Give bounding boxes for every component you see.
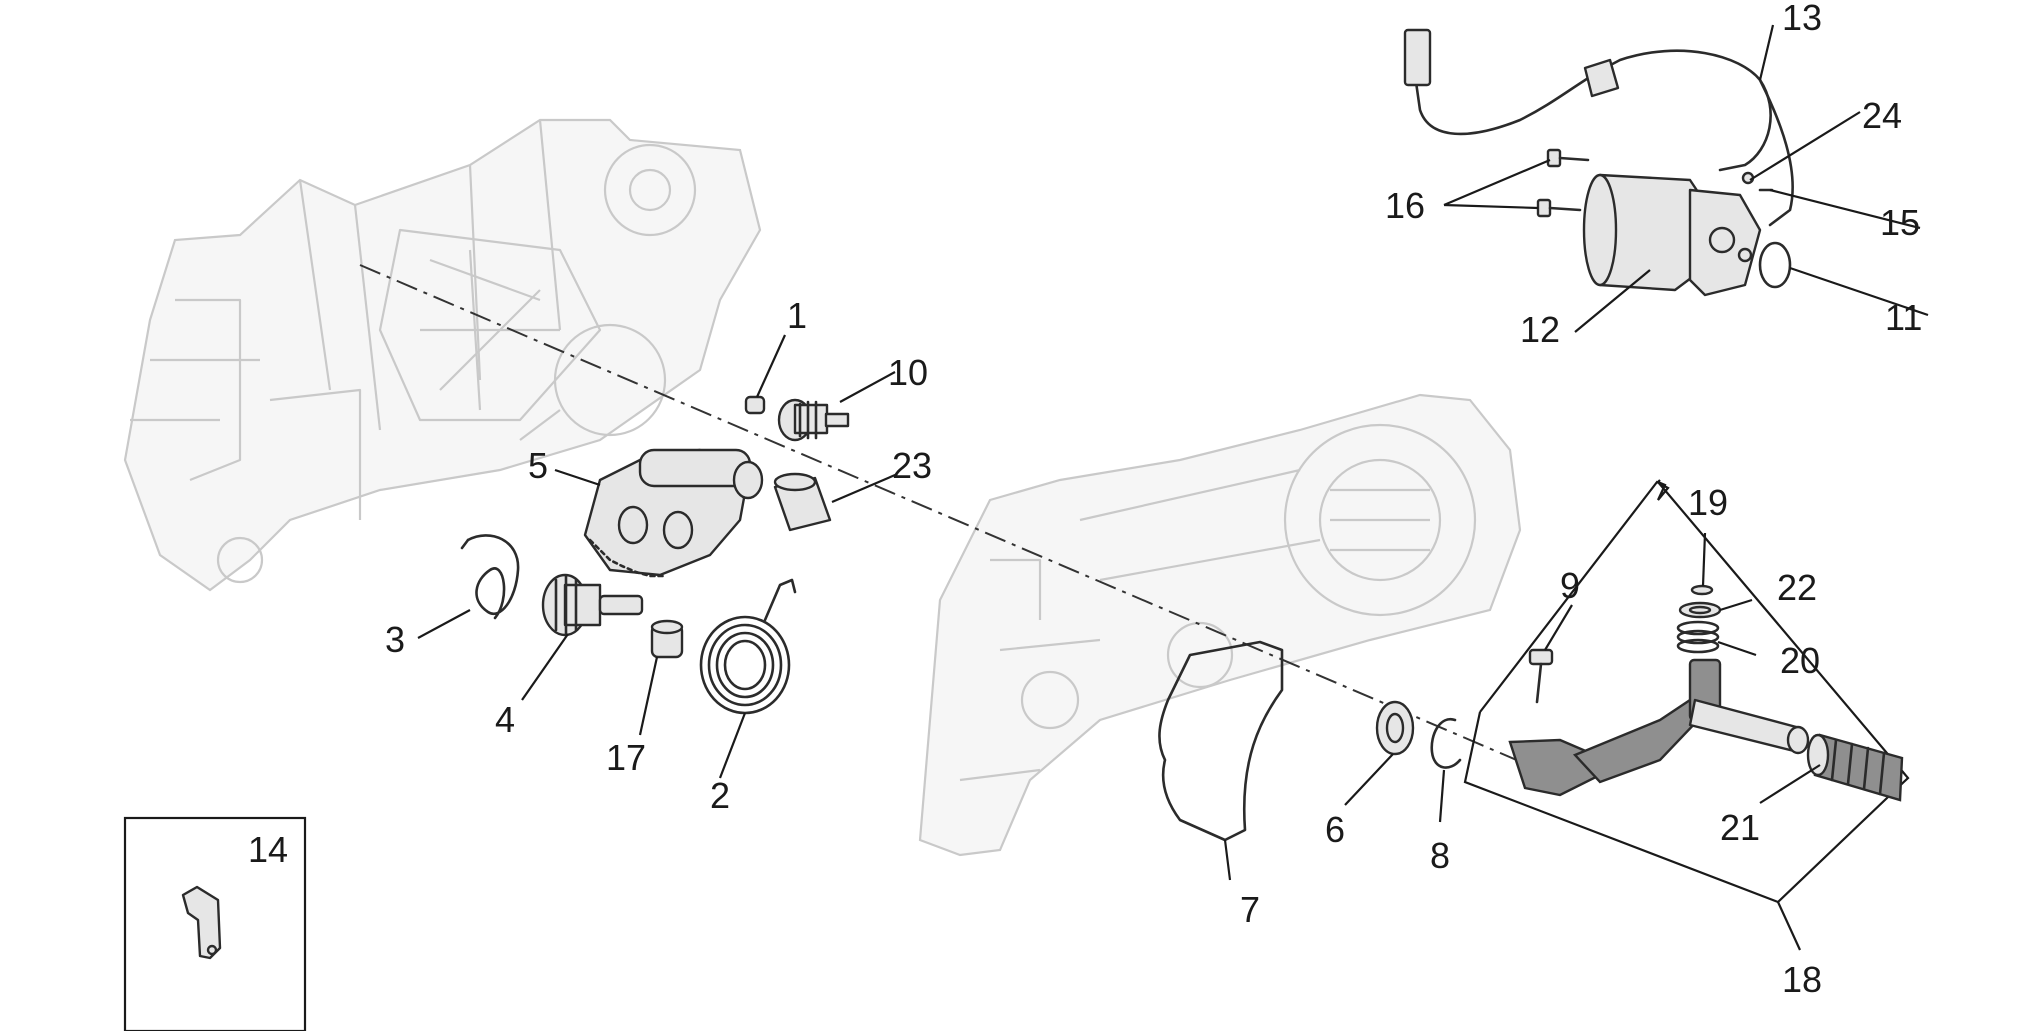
part-number-24: 24	[1862, 95, 1902, 136]
part-circlip	[1430, 717, 1462, 769]
part-return-spring	[699, 578, 797, 715]
transmission-cover-ghost	[918, 393, 1522, 857]
part-numbers: 1 2 3 4 5 6 7 8 9 10 11 12 13 14 15 16 1…	[248, 0, 1922, 1000]
part-washer	[1375, 700, 1415, 756]
part-sleeve-bushing	[773, 472, 832, 532]
part-coil-spring	[1676, 620, 1720, 654]
part-number-4: 4	[495, 699, 515, 740]
part-number-23: 23	[892, 445, 932, 486]
part-number-2: 2	[710, 775, 730, 816]
part-number-17: 17	[606, 737, 646, 778]
part-number-11: 11	[1885, 297, 1922, 338]
part-number-1: 1	[787, 295, 807, 336]
part-number-19: 19	[1688, 482, 1728, 523]
part-starter-bolts	[1536, 148, 1590, 218]
part-starter-bendix	[777, 398, 850, 442]
part-number-12: 12	[1520, 309, 1560, 350]
part-number-5: 5	[528, 445, 548, 486]
part-number-14: 14	[248, 829, 288, 870]
part-number-18: 18	[1782, 959, 1822, 1000]
part-cable-clip	[181, 885, 222, 960]
part-starter-motor	[1582, 173, 1762, 297]
part-number-22: 22	[1777, 567, 1817, 608]
part-o-ring	[1758, 241, 1792, 289]
leader-lines	[417, 24, 1929, 951]
part-number-15: 15	[1880, 202, 1920, 243]
part-retaining-spring	[460, 534, 520, 620]
part-bolt	[1528, 648, 1554, 704]
part-gasket	[1158, 640, 1284, 842]
kick-lever-assembly-frame	[1463, 479, 1910, 904]
part-number-20: 20	[1780, 640, 1820, 681]
assembly-centerline	[359, 264, 1541, 771]
crankcase-left-ghost	[123, 118, 762, 592]
part-starter-cable	[1403, 28, 1794, 227]
part-bush	[744, 395, 766, 415]
part-kick-pinion	[541, 573, 644, 637]
part-number-8: 8	[1430, 835, 1450, 876]
part-number-13: 13	[1782, 0, 1822, 38]
part-circlip-small	[1690, 584, 1714, 596]
part-number-21: 21	[1720, 807, 1760, 848]
part-number-3: 3	[385, 619, 405, 660]
part-rubber-grip	[1806, 733, 1904, 802]
part-washer-small	[1678, 601, 1722, 619]
inset-box	[123, 816, 307, 1031]
part-number-10: 10	[888, 352, 928, 393]
part-bush-small	[650, 619, 684, 659]
part-number-6: 6	[1325, 809, 1345, 850]
part-sector-gear	[583, 448, 764, 578]
part-number-9: 9	[1560, 565, 1580, 606]
part-number-16: 16	[1385, 185, 1425, 226]
part-number-7: 7	[1240, 889, 1260, 930]
part-kick-lever	[1508, 658, 1810, 797]
